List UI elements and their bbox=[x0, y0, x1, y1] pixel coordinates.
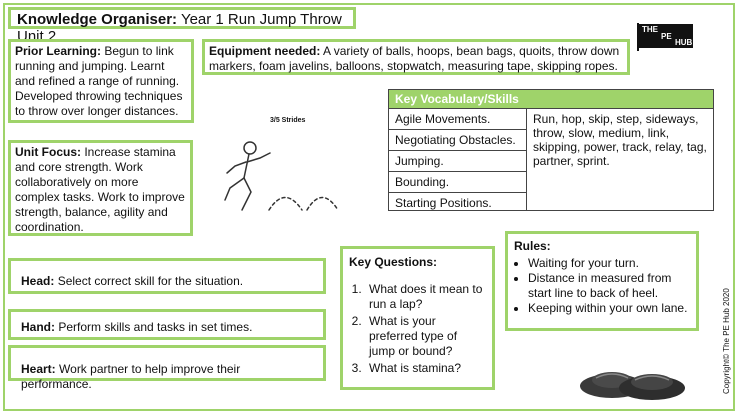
rules-box: Rules: Waiting for your turn. Distance i… bbox=[505, 231, 699, 331]
cones-icon bbox=[580, 372, 685, 400]
vocabulary-header: Key Vocabulary/Skills bbox=[389, 90, 713, 108]
page-title: Knowledge Organiser: Year 1 Run Jump Thr… bbox=[8, 7, 356, 45]
questions-title: Key Questions: bbox=[349, 255, 438, 269]
vocabulary-table: Key Vocabulary/Skills Agile Movements. N… bbox=[388, 89, 714, 211]
head-box: Head: Select correct skill for the situa… bbox=[8, 258, 326, 294]
logo-line3: HUB bbox=[675, 38, 693, 47]
logo-line1: THE bbox=[642, 25, 658, 34]
pe-hub-logo-icon: THE PE HUB bbox=[633, 21, 703, 51]
heart-label: Heart: bbox=[21, 362, 56, 376]
vocabulary-description: Run, hop, skip, step, sideways, throw, s… bbox=[527, 108, 713, 210]
vocab-item: Starting Positions. bbox=[389, 192, 527, 210]
strides-label: 3/5 Strides bbox=[270, 117, 306, 124]
copyright-text: Copyright© The PE Hub 2020 bbox=[722, 288, 731, 394]
heart-text: Work partner to help improve their perfo… bbox=[21, 362, 241, 391]
unit-focus-box: Unit Focus: Increase stamina and core st… bbox=[8, 140, 193, 236]
prior-text: Begun to link running and jumping. Learn… bbox=[15, 44, 183, 118]
stick-figure-jumping-icon bbox=[224, 141, 339, 211]
hand-box: Hand: Perform skills and tasks in set ti… bbox=[8, 309, 326, 340]
vocab-item: Bounding. bbox=[389, 171, 527, 192]
rules-list: Waiting for your turn. Distance in measu… bbox=[514, 256, 690, 316]
logo-line2: PE bbox=[661, 32, 672, 41]
hand-label: Hand: bbox=[21, 320, 55, 334]
prior-label: Prior Learning: bbox=[15, 44, 102, 58]
focus-text: Increase stamina and core strength. Work… bbox=[15, 145, 185, 234]
questions-list: What does it mean to run a lap? What is … bbox=[349, 282, 486, 376]
flag-pole bbox=[637, 23, 639, 51]
equipment-text: A variety of balls, hoops, bean bags, qu… bbox=[209, 44, 620, 73]
rule-item: Waiting for your turn. bbox=[528, 256, 690, 271]
key-questions-box: Key Questions: What does it mean to run … bbox=[340, 246, 495, 390]
vocab-item: Jumping. bbox=[389, 150, 527, 171]
prior-learning-box: Prior Learning: Begun to link running an… bbox=[8, 39, 194, 123]
title-strong: Knowledge Organiser: bbox=[17, 11, 178, 28]
vocab-item: Agile Movements. bbox=[389, 108, 527, 129]
head-label: Head: bbox=[21, 274, 55, 288]
focus-label: Unit Focus: bbox=[15, 145, 81, 159]
rules-title: Rules: bbox=[514, 239, 551, 253]
logo-flag: THE PE HUB bbox=[639, 24, 693, 48]
question-item: What is stamina? bbox=[365, 361, 486, 376]
rule-item: Keeping within your own lane. bbox=[528, 301, 690, 316]
rule-item: Distance in measured from start line to … bbox=[528, 271, 690, 301]
page-frame bbox=[3, 3, 735, 411]
equipment-label: Equipment needed: bbox=[209, 44, 321, 58]
head-text: Select correct skill for the situation. bbox=[57, 274, 244, 288]
question-item: What does it mean to run a lap? bbox=[365, 282, 486, 312]
question-item: What is your preferred type of jump or b… bbox=[365, 314, 486, 359]
hand-text: Perform skills and tasks in set times. bbox=[58, 320, 253, 334]
equipment-box: Equipment needed: A variety of balls, ho… bbox=[202, 39, 630, 75]
vocab-item: Negotiating Obstacles. bbox=[389, 129, 527, 150]
heart-box: Heart: Work partner to help improve thei… bbox=[8, 345, 326, 391]
